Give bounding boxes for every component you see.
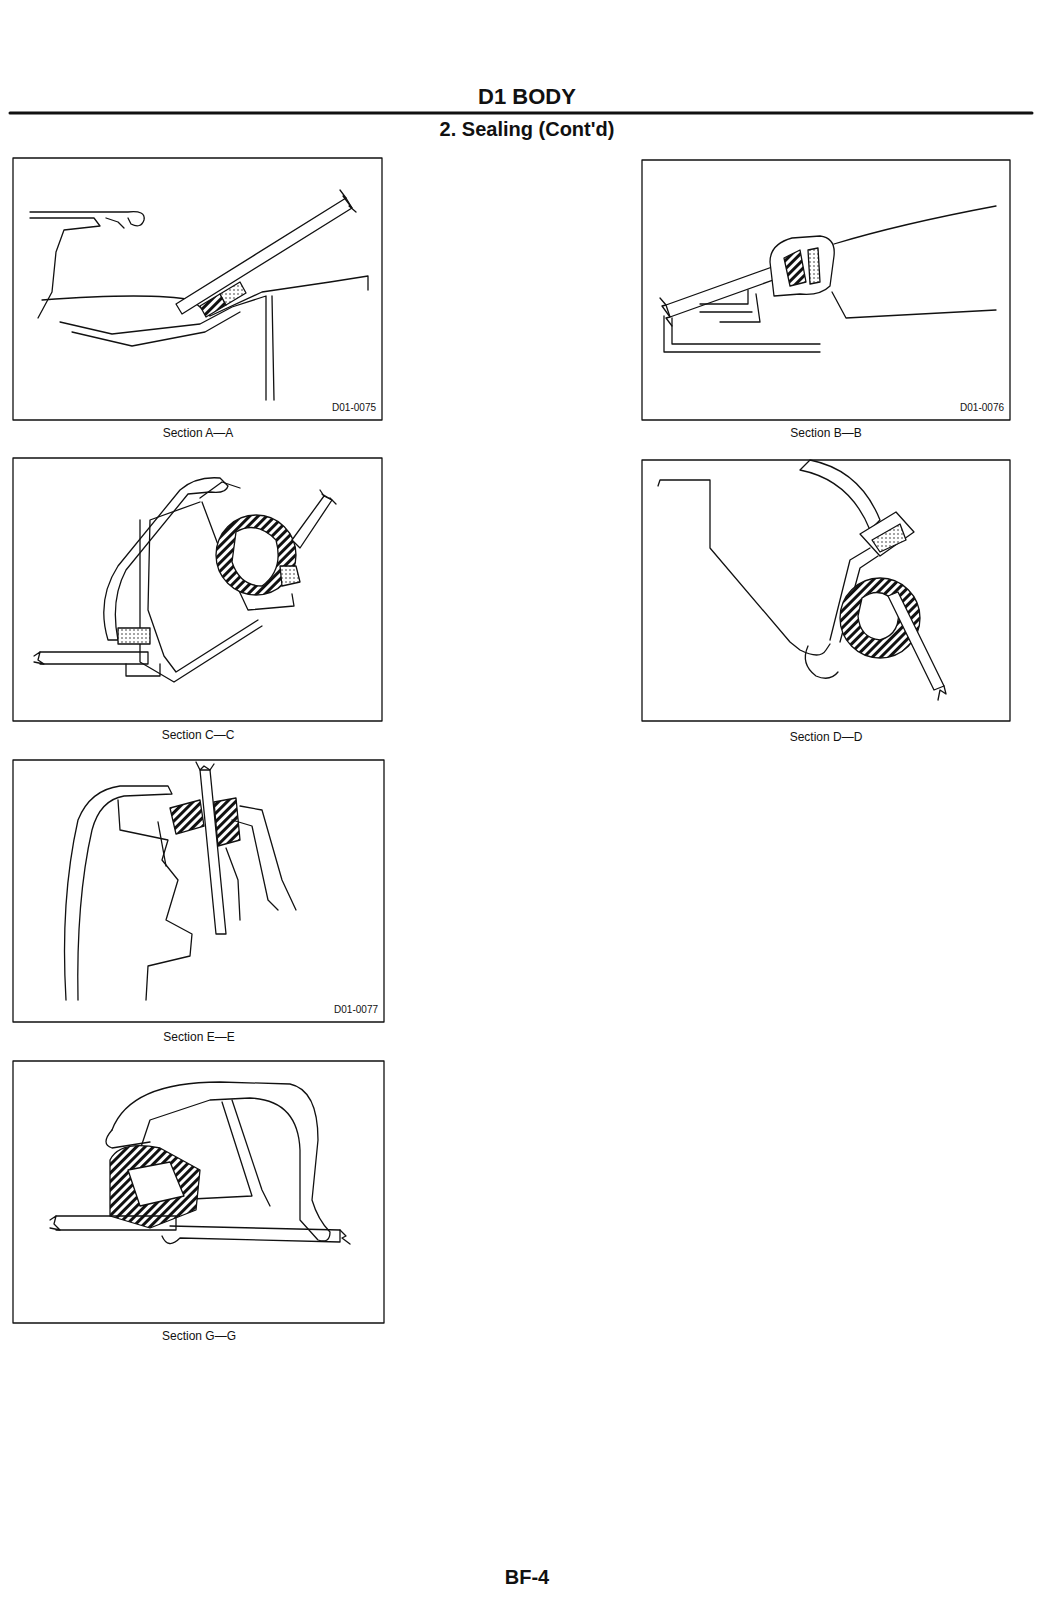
heading-rule [10, 112, 1032, 115]
section-a-drawing [30, 190, 368, 400]
figure-code: D01-0076 [958, 402, 1006, 414]
figure-frame [642, 460, 1010, 721]
section-heading: 2. Sealing (Cont'd) [438, 118, 617, 141]
page-title: D1 BODY [476, 84, 578, 109]
section-g-drawing [50, 1082, 350, 1244]
section-d-drawing [658, 460, 946, 700]
figure-code: D01-0075 [330, 402, 378, 414]
section-e-drawing [65, 762, 297, 1000]
figure-code: D01-0077 [332, 1004, 380, 1016]
section-caption: Section B—B [788, 427, 863, 441]
section-caption: Section C—C [160, 729, 237, 743]
section-caption: Section D—D [788, 731, 865, 745]
section-caption: Section G—G [160, 1330, 238, 1344]
figure-frame [13, 158, 382, 420]
section-caption: Section A—A [161, 427, 236, 441]
section-caption: Section E—E [161, 1031, 236, 1045]
section-b-drawing [660, 206, 996, 352]
page-number: BF-4 [503, 1566, 551, 1589]
figure-frame [13, 458, 382, 721]
section-c-drawing [34, 478, 336, 682]
figure-frame [13, 760, 384, 1022]
figure-frame [642, 160, 1010, 420]
figure-frame [13, 1061, 384, 1323]
